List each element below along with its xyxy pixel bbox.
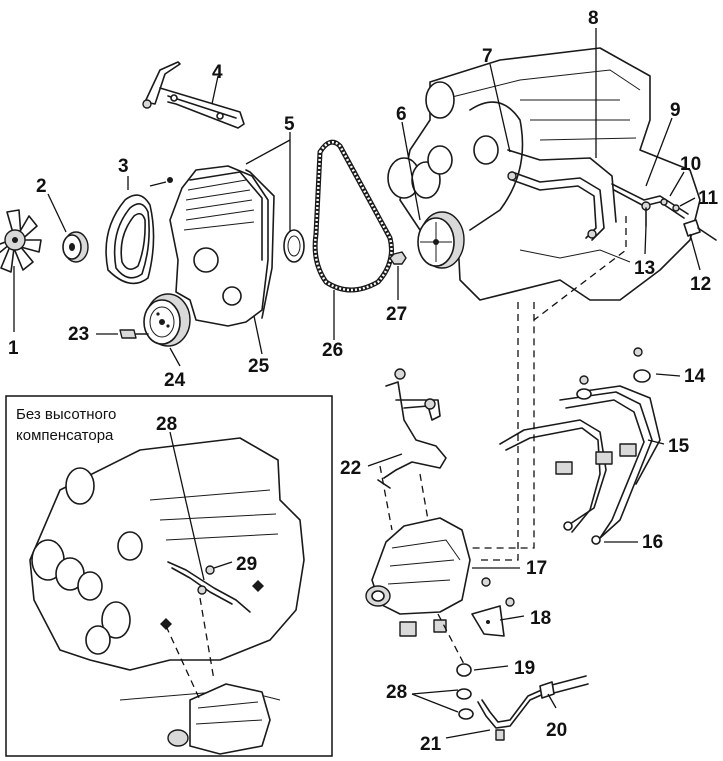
callout-15: 15 [668,436,690,457]
nut-27 [389,251,407,265]
callout-11: 11 [698,188,719,209]
timing-belt-cover [149,165,275,327]
callout-4: 4 [212,62,223,83]
inset-title-line1: Без высотного [16,406,116,423]
inset-panel: Без высотного компенсатора [5,395,333,757]
leader-lines [13,28,701,739]
connection-dashes [379,216,627,665]
callout-labels: 1 2 3 4 5 6 7 8 9 10 11 12 13 14 15 16 1… [8,8,719,755]
callout-14: 14 [684,366,706,387]
callout-27: 27 [386,304,407,325]
engine-block [387,47,701,301]
callout-9: 9 [670,100,681,121]
v-belts [105,194,155,285]
callout-18: 18 [530,608,551,629]
oil-seal [283,229,305,263]
vacuum-hose [611,183,717,241]
callout-22: 22 [340,458,361,479]
callout-19: 19 [514,658,535,679]
camshaft-gear [417,211,465,269]
timing-belt [312,139,394,293]
fuel-pipes-upper [507,149,617,241]
callout-2: 2 [36,176,47,197]
callout-5: 5 [284,114,295,135]
crankshaft-pulley [143,293,191,347]
callout-10: 10 [680,154,701,175]
bracket-hose [142,61,245,129]
pump-bracket [377,368,447,489]
callout-26: 26 [322,340,343,361]
callout-29: 29 [236,554,257,575]
callout-16: 16 [642,532,663,553]
callout-7: 7 [482,46,493,67]
callout-21: 21 [420,734,442,755]
injection-pump [365,517,515,637]
fan-spacer [62,231,89,263]
callout-24: 24 [164,370,186,391]
inset-title-line2: компенсатора [16,427,114,444]
bracket-plate [471,605,505,637]
callout-8: 8 [588,8,599,29]
callout-12: 12 [690,274,711,295]
pulley-bolt [119,329,149,339]
fan [0,209,42,273]
callout-13: 13 [634,258,655,279]
callout-28: 28 [386,682,407,703]
injection-pipes [499,347,661,545]
callout-28-inset: 28 [156,414,177,435]
callout-23: 23 [68,324,89,345]
callout-1: 1 [8,338,19,359]
callout-17: 17 [526,558,547,579]
callout-6: 6 [396,104,407,125]
callout-3: 3 [118,156,129,177]
callout-20: 20 [546,720,567,741]
fuel-line-fittings [456,663,589,741]
callout-25: 25 [248,356,270,377]
